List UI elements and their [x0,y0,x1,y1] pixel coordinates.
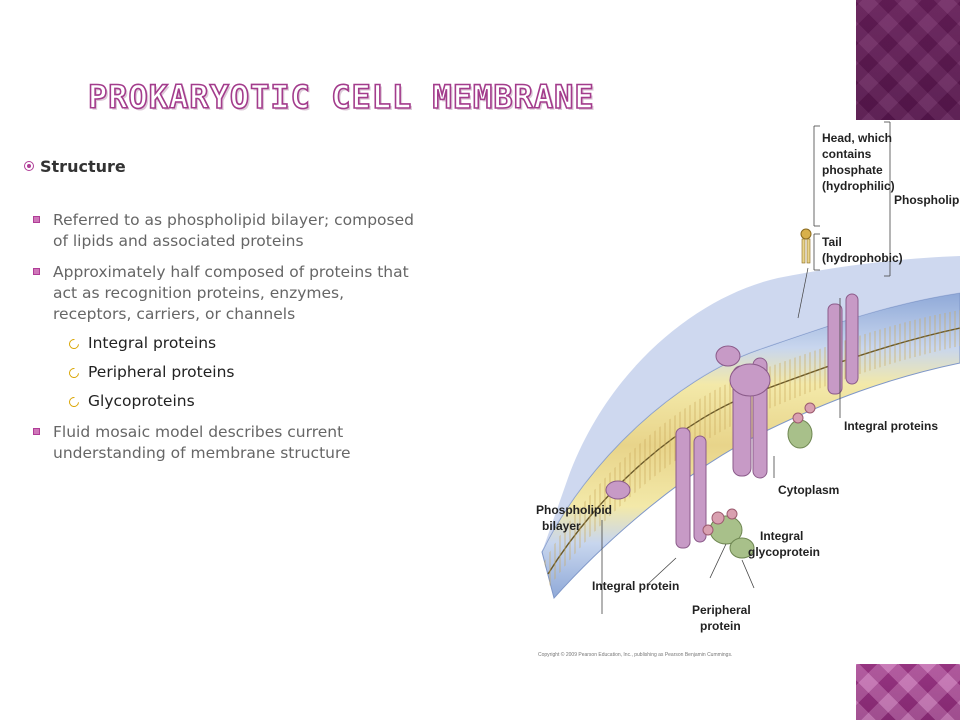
bullet-text: Approximately half composed of proteins … [53,263,409,323]
arc-bullet-icon [66,394,82,410]
list-item: Glycoproteins [20,391,420,412]
lipid-tails [544,310,960,586]
figure-copyright: Copyright © 2009 Pearson Education, Inc.… [538,651,732,658]
sub-bullet-list: Integral proteins Peripheral proteins Gl… [20,333,420,412]
decorative-corner-top [856,0,960,120]
bullet-text: Referred to as phospholipid bilayer; com… [53,211,414,250]
membrane-illustration: Head, which contains phosphate (hydrophi… [536,121,960,658]
sub-bullet-text: Glycoproteins [88,392,195,410]
label-head-1: Head, which [822,131,892,145]
phospholipid-inset [797,121,891,319]
list-item: Peripheral proteins [20,362,420,383]
square-bullet-icon [33,268,40,275]
label-bilayer-1: Phospholipid [536,503,612,517]
arc-bullet-icon [66,336,82,352]
label-head-3: phosphate [822,163,883,177]
arc-bullet-icon [66,365,82,381]
label-bilayer-2: bilayer [542,519,581,533]
label-glyco-2: glycoprotein [748,545,820,559]
glycoprotein-shapes [702,402,816,536]
label-integral-protein: Integral protein [592,579,679,593]
label-cytoplasm: Cytoplasm [778,483,839,497]
membrane-diagram: Head, which contains phosphate (hydrophi… [528,118,960,662]
sub-bullet-text: Peripheral proteins [88,363,235,381]
label-phospholipid: Phospholipid [894,193,960,207]
heading-text: Structure [40,157,126,176]
heading-bullet: Structure [20,157,420,176]
outer-surface [542,256,960,552]
label-glyco-1: Integral [760,529,803,543]
target-bullet-icon [24,161,34,171]
slide-title: Prokaryotic Cell Membrane [87,77,595,117]
label-peripheral-1: Peripheral [692,603,751,617]
list-item: Approximately half composed of proteins … [20,262,420,325]
label-head-4: (hydrophilic) [822,179,895,193]
list-item: Integral proteins [20,333,420,354]
slide-body: Structure Referred to as phospholipid bi… [20,155,420,464]
square-bullet-icon [33,216,40,223]
square-bullet-icon [33,428,40,435]
sub-bullet-text: Integral proteins [88,334,217,352]
bullet-list: Referred to as phospholipid bilayer; com… [20,210,420,464]
label-head-2: contains [822,147,872,161]
list-item: Referred to as phospholipid bilayer; com… [20,210,420,252]
label-tail-1: Tail [822,235,842,249]
label-integral-proteins: Integral proteins [844,419,938,433]
leader-lines [601,298,841,614]
decorative-corner-bottom [856,664,960,720]
label-peripheral-2: protein [700,619,741,633]
label-tail-2: (hydrophobic) [822,251,903,265]
list-item: Fluid mosaic model describes current und… [20,422,420,464]
integral-protein-shapes [605,293,859,549]
bullet-text: Fluid mosaic model describes current und… [53,423,351,462]
